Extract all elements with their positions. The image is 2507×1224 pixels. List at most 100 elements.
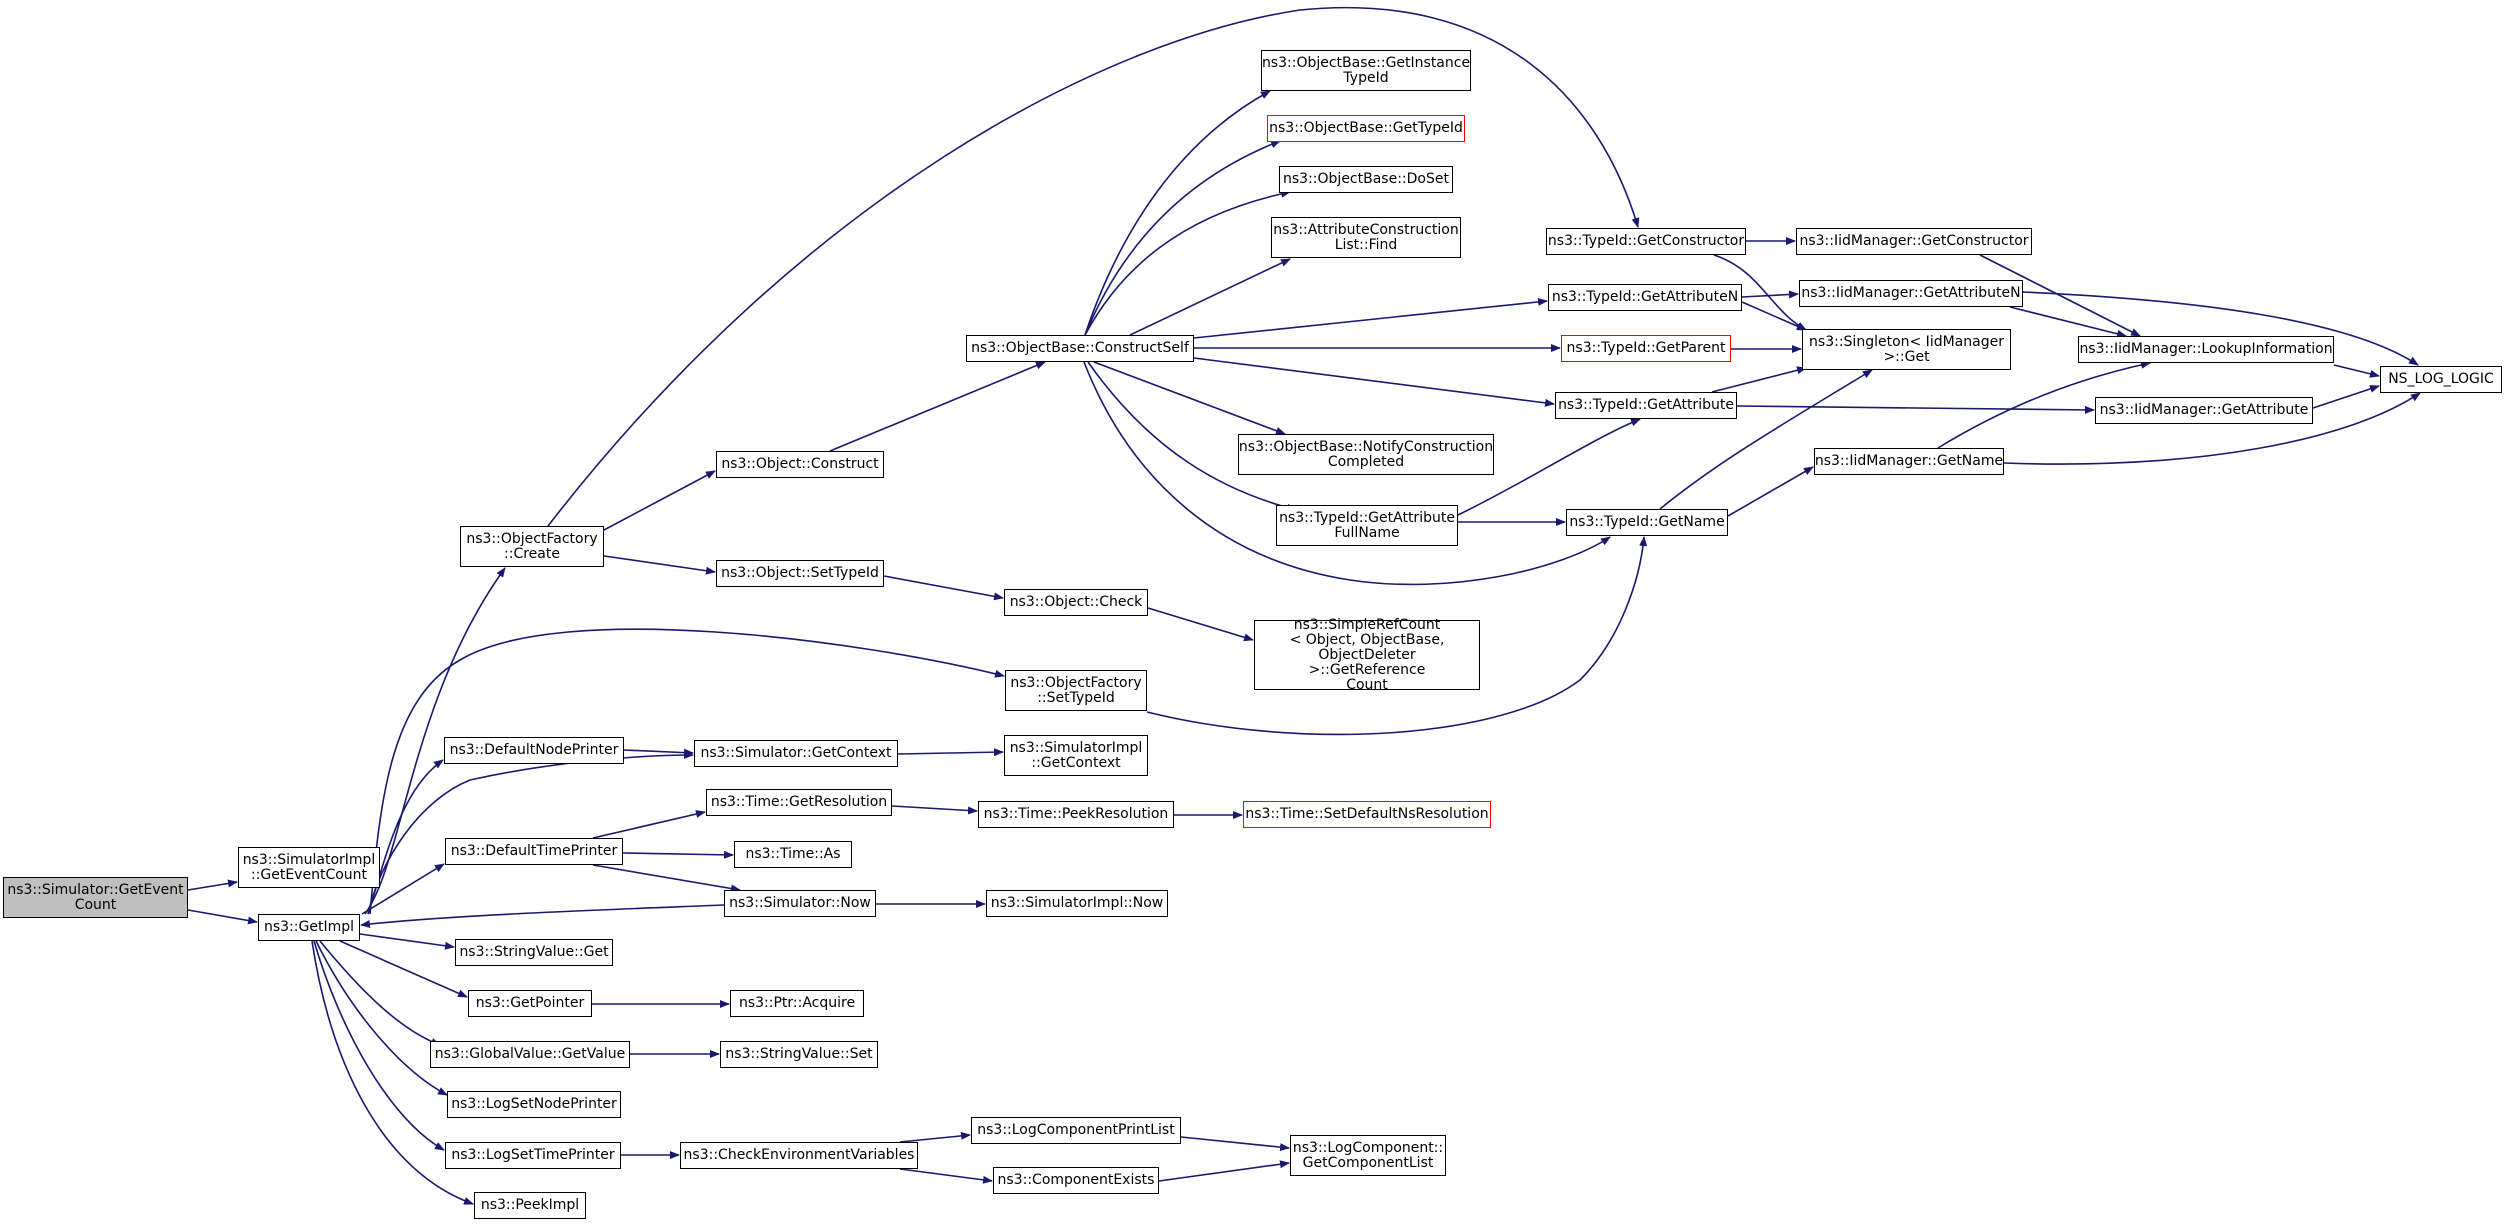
node-iidmanager-getconstructor[interactable]: ns3::IidManager::GetConstructor: [1796, 228, 2032, 255]
node-logcomponentprintlist[interactable]: ns3::LogComponentPrintList: [971, 1117, 1181, 1144]
node-logsetnodeprinter[interactable]: ns3::LogSetNodePrinter: [447, 1091, 621, 1118]
edge-defaulttimeprinter-to-time-getresolution: [592, 810, 706, 839]
edge-typeid-getattributen-to-singleton-get: [1741, 301, 1807, 331]
edge-defaultnodeprinter-to-simulator-getcontext: [623, 748, 694, 757]
edge-defaulttimeprinter-to-simulator-now: [592, 864, 741, 893]
edge-constructself-to-doset: [1084, 189, 1291, 336]
edge-getimpl-to-getpointer: [339, 940, 468, 998]
edge-iid-getconstructor-to-lookupinformation: [1979, 254, 2141, 337]
edge-constructself-to-getinstancetypeid: [1084, 90, 1271, 336]
edge-getimpl-to-stringvalue-get: [359, 933, 455, 950]
node-logsettimeprinter[interactable]: ns3::LogSetTimePrinter: [445, 1142, 621, 1169]
node-getimpl[interactable]: ns3::GetImpl: [258, 914, 360, 941]
node-typeid-getconstructor[interactable]: ns3::TypeId::GetConstructor: [1546, 228, 1746, 255]
edge-getimpl-to-defaultnodeprinter: [367, 759, 444, 915]
node-logcomponent-getcomponentlist[interactable]: ns3::LogComponent:: GetComponentList: [1290, 1135, 1446, 1176]
edge-getimpl-to-logsettimeprinter: [313, 940, 445, 1151]
edge-constructself-to-typeid-getname: [1083, 361, 1611, 586]
node-objectfactory-create[interactable]: ns3::ObjectFactory ::Create: [460, 526, 604, 567]
edge-typeid-getattribute-to-singleton-get: [1711, 366, 1807, 393]
edge-iid-getattributen-to-lookupinformation: [2009, 306, 2127, 338]
edge-getimpl-to-defaulttimeprinter: [361, 863, 445, 915]
node-getpointer[interactable]: ns3::GetPointer: [468, 990, 592, 1017]
node-object-construct[interactable]: ns3::Object::Construct: [716, 451, 884, 478]
edge-object-check-to-simplerefcount: [1147, 607, 1254, 642]
node-simulator-getcontext[interactable]: ns3::Simulator::GetContext: [694, 740, 898, 767]
node-componentexists[interactable]: ns3::ComponentExists: [993, 1167, 1159, 1194]
node-simulator-geteventcount[interactable]: ns3::Simulator::GetEvent Count: [3, 877, 188, 918]
node-globalvalue-getvalue[interactable]: ns3::GlobalValue::GetValue: [430, 1041, 630, 1068]
node-typeid-getparent[interactable]: ns3::TypeId::GetParent: [1561, 335, 1731, 362]
node-simulatorimpl-now[interactable]: ns3::SimulatorImpl::Now: [986, 890, 1168, 917]
edge-iid-getattributen-to-ns-log-logic: [2022, 291, 2419, 366]
edge-constructself-to-typeid-getattributefullname: [1087, 361, 1297, 512]
node-ptr-acquire[interactable]: ns3::Ptr::Acquire: [730, 990, 864, 1017]
edge-typeid-getconstructor-to-singleton-get: [1713, 254, 1807, 331]
node-simulatorimpl-geteventcount[interactable]: ns3::SimulatorImpl ::GetEventCount: [238, 847, 380, 888]
edge-simulator-getcontext-to-simimpl-getcontext: [897, 748, 1004, 757]
edge-typeid-getname-to-singleton-get: [1659, 369, 1873, 510]
node-iidmanager-lookupinformation[interactable]: ns3::IidManager::LookupInformation: [2078, 336, 2334, 363]
node-iidmanager-getattribute[interactable]: ns3::IidManager::GetAttribute: [2095, 397, 2313, 424]
node-singleton-get[interactable]: ns3::Singleton< IidManager >::Get: [1802, 329, 2011, 370]
edge-constructself-to-gettypeid: [1084, 140, 1281, 336]
edge-objectfactory-settypeid-to-typeid-getname: [1146, 536, 1648, 736]
node-typeid-getattributen[interactable]: ns3::TypeId::GetAttributeN: [1548, 284, 1742, 311]
edge-defaulttimeprinter-to-time-as: [622, 850, 734, 859]
edge-root-to-getimpl: [187, 909, 258, 925]
edge-time-getresolution-to-time-peekresolution: [891, 805, 978, 815]
node-simplerefcount-getreferencecount[interactable]: ns3::SimpleRefCount < Object, ObjectBase…: [1254, 617, 1480, 692]
edge-componentexists-to-getcomponentlist: [1158, 1160, 1290, 1182]
node-typeid-getattributefullname[interactable]: ns3::TypeId::GetAttribute FullName: [1276, 505, 1458, 546]
edge-simulator-now-to-getimpl: [360, 904, 725, 928]
edge-iid-getattribute-to-ns-log-logic: [2312, 385, 2380, 409]
node-time-as[interactable]: ns3::Time::As: [734, 841, 852, 868]
node-simulatorimpl-getcontext[interactable]: ns3::SimulatorImpl ::GetContext: [1004, 735, 1148, 776]
edge-object-construct-to-constructself: [829, 361, 1046, 452]
edge-constructself-to-typeid-getattributen: [1193, 297, 1548, 339]
node-iidmanager-getname[interactable]: ns3::IidManager::GetName: [1814, 448, 2004, 475]
node-typeid-getname[interactable]: ns3::TypeId::GetName: [1566, 509, 1728, 536]
node-stringvalue-get[interactable]: ns3::StringValue::Get: [455, 939, 613, 966]
edge-objectfactory-create-to-object-construct: [603, 470, 716, 531]
node-checkenvironmentvariables[interactable]: ns3::CheckEnvironmentVariables: [680, 1142, 918, 1169]
edge-checkenvvars-to-componentexists: [899, 1168, 993, 1184]
edge-object-settypeid-to-object-check: [883, 575, 1004, 601]
node-objectfactory-settypeid[interactable]: ns3::ObjectFactory ::SetTypeId: [1005, 670, 1147, 711]
node-simulator-now[interactable]: ns3::Simulator::Now: [724, 890, 876, 917]
edge-constructself-to-attrconstructionlist-find: [1129, 258, 1291, 336]
edge-getimpl-to-objectfactory-settypeid: [369, 628, 1005, 915]
node-object-check[interactable]: ns3::Object::Check: [1004, 589, 1148, 616]
edge-typeid-getname-to-iid-getname: [1727, 466, 1814, 517]
node-defaultnodeprinter[interactable]: ns3::DefaultNodePrinter: [444, 737, 624, 764]
node-time-setdefaultnsresolution[interactable]: ns3::Time::SetDefaultNsResolution: [1243, 801, 1491, 828]
node-peekimpl[interactable]: ns3::PeekImpl: [474, 1192, 586, 1219]
node-defaulttimeprinter[interactable]: ns3::DefaultTimePrinter: [445, 838, 623, 865]
node-objectbase-notifyconstructioncompleted[interactable]: ns3::ObjectBase::NotifyConstruction Comp…: [1238, 434, 1494, 475]
node-time-peekresolution[interactable]: ns3::Time::PeekResolution: [978, 801, 1174, 828]
node-object-settypeid[interactable]: ns3::Object::SetTypeId: [716, 560, 884, 587]
node-iidmanager-getattributen[interactable]: ns3::IidManager::GetAttributeN: [1799, 280, 2023, 307]
node-ns-log-logic[interactable]: NS_LOG_LOGIC: [2380, 366, 2502, 393]
edge-getimpl-to-globalvalue-getvalue: [319, 940, 441, 1046]
node-objectbase-getinstancetypeid[interactable]: ns3::ObjectBase::GetInstance TypeId: [1261, 50, 1471, 91]
edge-lookupinformation-to-ns-log-logic: [2333, 364, 2380, 378]
edge-typeid-getattribute-to-iid-getattribute: [1736, 405, 2095, 414]
edge-root-to-simimpl-geteventcount: [187, 879, 238, 891]
edge-iid-getname-to-ns-log-logic: [2003, 392, 2421, 465]
edge-getimpl-to-peekimpl: [311, 940, 474, 1205]
node-objectbase-doset[interactable]: ns3::ObjectBase::DoSet: [1279, 166, 1453, 193]
edge-getimpl-to-logsetnodeprinter: [315, 940, 448, 1096]
node-attributeconstructionlist-find[interactable]: ns3::AttributeConstruction List::Find: [1271, 217, 1461, 258]
node-stringvalue-set[interactable]: ns3::StringValue::Set: [720, 1041, 878, 1068]
node-typeid-getattribute[interactable]: ns3::TypeId::GetAttribute: [1555, 392, 1737, 419]
node-objectbase-constructself[interactable]: ns3::ObjectBase::ConstructSelf: [966, 335, 1194, 362]
edge-checkenvvars-to-logcomponentprintlist: [899, 1131, 971, 1143]
edge-objectfactory-create-to-object-settypeid: [603, 555, 716, 575]
node-objectbase-gettypeid[interactable]: ns3::ObjectBase::GetTypeId: [1267, 115, 1465, 142]
node-time-getresolution[interactable]: ns3::Time::GetResolution: [706, 789, 892, 816]
edge-iid-getname-to-lookupinformation: [1937, 360, 2151, 449]
edge-typeid-getattributefullname-to-typeid-getattribute: [1457, 418, 1641, 516]
